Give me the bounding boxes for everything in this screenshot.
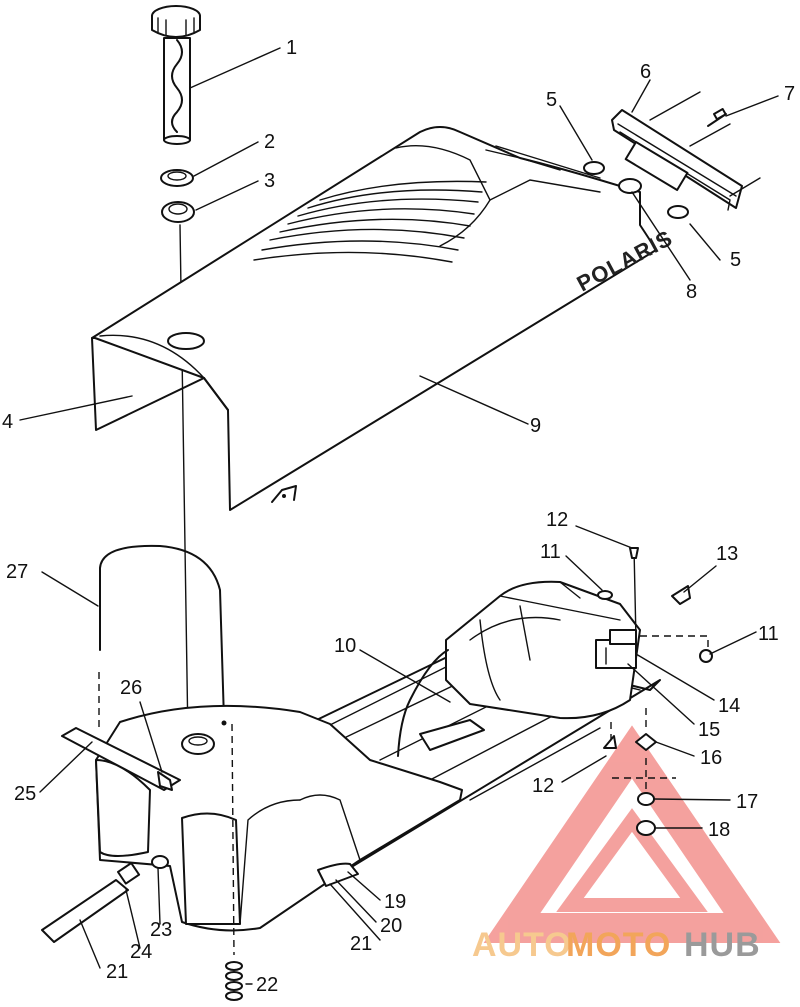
callout-5a: 5 xyxy=(546,89,557,111)
callout-24: 24 xyxy=(130,941,152,963)
callout-labels: 1 2 3 4 5 5 6 7 8 9 10 11 11 12 12 13 14… xyxy=(2,37,795,996)
callout-12b: 12 xyxy=(532,775,554,797)
callout-5b: 5 xyxy=(730,249,741,271)
callout-1: 1 xyxy=(286,37,297,59)
watermark-hub: HUB xyxy=(684,926,761,964)
callout-19: 19 xyxy=(384,891,406,913)
callout-12a: 12 xyxy=(546,509,568,531)
callout-3: 3 xyxy=(264,170,275,192)
callout-27: 27 xyxy=(6,561,28,583)
fuel-tank-assembly xyxy=(41,580,661,1001)
grommet-2 xyxy=(160,169,194,187)
callout-11b: 11 xyxy=(758,623,779,645)
fuel-filler-cap xyxy=(151,5,201,145)
fasteners xyxy=(597,547,713,836)
callout-6: 6 xyxy=(640,61,651,83)
callout-8: 8 xyxy=(686,281,697,303)
watermark-moto: MOTO xyxy=(566,926,671,964)
callout-16: 16 xyxy=(700,747,722,769)
callout-21b: 21 xyxy=(106,961,128,983)
callout-15: 15 xyxy=(698,719,720,741)
taillight-assembly xyxy=(583,91,761,219)
callout-17: 17 xyxy=(736,791,758,813)
callout-13: 13 xyxy=(716,543,738,565)
watermark-text: AUTO MOTO HUB xyxy=(472,926,761,964)
callout-26: 26 xyxy=(120,677,142,699)
vent-hose xyxy=(98,544,225,730)
callout-20: 20 xyxy=(380,915,402,937)
watermark-logo xyxy=(483,725,781,943)
watermark-auto: AUTO xyxy=(472,926,572,964)
callout-14: 14 xyxy=(718,695,740,717)
leader-lines xyxy=(19,47,779,985)
grommet-3 xyxy=(161,201,195,223)
callout-22: 22 xyxy=(256,974,278,996)
callout-7: 7 xyxy=(784,83,795,105)
callout-21a: 21 xyxy=(350,933,372,955)
callout-18: 18 xyxy=(708,819,730,841)
callout-10: 10 xyxy=(334,635,356,657)
callout-11a: 11 xyxy=(540,541,561,563)
callout-4: 4 xyxy=(2,411,13,433)
callout-25: 25 xyxy=(14,783,36,805)
callout-9: 9 xyxy=(530,415,541,437)
callout-23: 23 xyxy=(150,919,172,941)
callout-2: 2 xyxy=(264,131,275,153)
